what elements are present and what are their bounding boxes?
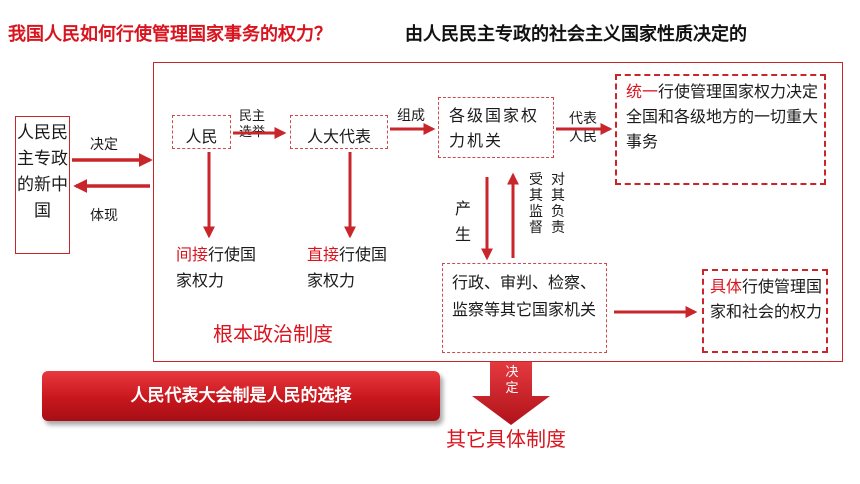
node-power-organs-label: 各级国家权力机关: [449, 106, 540, 150]
direct-highlight: 直接: [307, 245, 340, 264]
indirect-outcome: 间接行使国家权力: [176, 242, 266, 294]
unified-highlight: 统一: [626, 82, 659, 101]
box-unified: 统一行使管理国家权力决定全国和各级地方的一切重大事务: [615, 74, 826, 185]
direct-outcome: 直接行使国家权力: [307, 242, 397, 294]
big-decide-arrow: [472, 362, 550, 425]
label-produce: 产生: [455, 199, 472, 244]
npc-choice-banner: 人民代表大会制是人民的选择: [42, 371, 440, 421]
node-other-organs: 行政、审判、检察、监察等其它国家机关: [442, 263, 607, 353]
fundamental-system-label: 根本政治制度: [213, 322, 333, 346]
specific-rest: 行使管理国家和社会的权力: [710, 277, 823, 321]
node-npc: 人大代表: [290, 115, 388, 149]
new-china-text: 人民民主专政的新中国: [17, 123, 68, 221]
box-specific-text: 具体行使管理国家和社会的权力: [710, 274, 828, 324]
indirect-highlight: 间接: [176, 245, 209, 264]
label-supervised: 受其监督: [529, 172, 543, 236]
unified-rest: 行使管理国家权力决定全国和各级地方的一切重大事务: [626, 82, 819, 151]
node-people-label: 人民: [185, 127, 218, 146]
label-decide-down: 决定: [505, 365, 519, 396]
label-represent-people: 代表人民: [569, 111, 597, 145]
title-question: 我国人民如何行使管理国家事务的权力？: [8, 24, 332, 45]
node-people: 人民: [172, 115, 231, 149]
node-other-organs-label: 行政、审判、检察、监察等其它国家机关: [452, 273, 597, 319]
node-npc-label: 人大代表: [306, 127, 371, 146]
system-frame: [153, 62, 843, 362]
label-decide: 决定: [90, 137, 118, 153]
direct-rest: 行使国家权力: [307, 245, 388, 290]
node-power-organs: 各级国家权力机关: [438, 97, 554, 158]
specific-highlight: 具体: [710, 277, 743, 296]
label-compose: 组成: [397, 108, 425, 124]
box-unified-text: 统一行使管理国家权力决定全国和各级地方的一切重大事务: [626, 79, 822, 154]
label-embody: 体现: [90, 208, 118, 224]
other-system-label: 其它具体制度: [446, 427, 566, 451]
new-china-box: 人民民主专政的新中国: [15, 116, 70, 254]
indirect-rest: 行使国家权力: [176, 245, 257, 290]
title-answer: 由人民民主专政的社会主义国家性质决定的: [405, 24, 747, 45]
box-specific: 具体行使管理国家和社会的权力: [702, 269, 828, 353]
label-responsible: 对其负责: [551, 172, 565, 236]
